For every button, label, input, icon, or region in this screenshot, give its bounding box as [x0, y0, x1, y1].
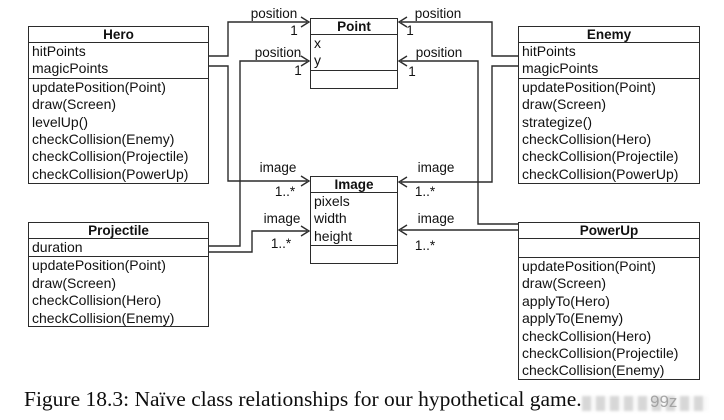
class-box-image: Image pixels width height [310, 176, 398, 264]
role-label-position: position [250, 6, 298, 21]
method: checkCollision(Projectile) [522, 344, 679, 361]
attribute: duration [32, 239, 83, 255]
multiplicity-label: 1 [408, 64, 416, 79]
method: checkCollision(PowerUp) [32, 165, 189, 182]
figure-caption: Figure 18.3: Naïve class relationships f… [24, 387, 582, 411]
attributes-image: pixels width height [311, 193, 397, 245]
multiplicity-label: 1..* [414, 238, 436, 253]
arrowhead-enemy-image [397, 176, 408, 188]
assoc-hero-point-line [208, 21, 307, 57]
class-name-point: Point [311, 19, 397, 35]
assoc-enemy-point-line [401, 21, 518, 57]
arrowhead-hero-point [300, 16, 311, 28]
attribute: pixels [314, 193, 350, 209]
multiplicity-label: 1 [406, 23, 414, 38]
arrowhead-powerup-point [397, 55, 408, 67]
class-box-powerup: PowerUp updatePosition(Point) draw(Scree… [518, 222, 700, 380]
multiplicity-label: 1..* [414, 184, 436, 199]
class-box-point: Point x y [310, 18, 398, 89]
attribute: height [314, 227, 353, 244]
arrowhead-projectile-point [300, 55, 311, 67]
method: checkCollision(PowerUp) [522, 165, 679, 182]
class-name-hero: Hero [29, 27, 208, 43]
arrowhead-projectile-image [300, 225, 311, 237]
method: draw(Screen) [522, 275, 607, 292]
method: draw(Screen) [32, 96, 117, 113]
multiplicity-label: 1..* [274, 184, 296, 199]
method: checkCollision(Hero) [522, 130, 652, 147]
class-name-enemy: Enemy [519, 27, 699, 43]
arrowhead-powerup-image [397, 224, 408, 236]
method: draw(Screen) [32, 274, 117, 291]
arrowhead-enemy-point [397, 16, 408, 28]
role-label-image: image [263, 211, 301, 226]
watermark-text: 99z [650, 392, 678, 411]
class-name-image: Image [311, 177, 397, 193]
method: updatePosition(Point) [522, 258, 656, 274]
class-name-powerup: PowerUp [519, 223, 699, 239]
multiplicity-label: 1 [290, 23, 298, 38]
methods-hero: updatePosition(Point) draw(Screen) level… [29, 77, 208, 183]
method: updatePosition(Point) [522, 78, 656, 95]
role-label-image: image [417, 211, 455, 226]
multiplicity-label: 1..* [270, 236, 292, 251]
class-box-hero: Hero hitPoints magicPoints updatePositio… [28, 26, 209, 184]
class-name-projectile: Projectile [29, 223, 208, 239]
attribute: y [314, 52, 321, 69]
role-label-position: position [414, 6, 462, 21]
methods-powerup: updatePosition(Point) draw(Screen) apply… [519, 257, 699, 380]
attributes-enemy: hitPoints magicPoints [519, 43, 699, 78]
method: levelUp() [32, 113, 89, 130]
role-label-image: image [259, 160, 297, 175]
assoc-enemy-image-line [401, 65, 518, 183]
method: checkCollision(Projectile) [522, 148, 679, 165]
assoc-hero-image-line [208, 65, 307, 182]
assoc-projectile-point-line [208, 60, 307, 247]
method: applyTo(Enemy) [522, 310, 624, 327]
attribute: hitPoints [522, 43, 576, 59]
attributes-hero: hitPoints magicPoints [29, 43, 208, 78]
method: strategize() [522, 113, 593, 130]
role-label-position: position [415, 45, 463, 60]
assoc-projectile-image-line [208, 230, 307, 253]
method: checkCollision(Enemy) [522, 362, 665, 379]
attribute: magicPoints [522, 60, 599, 77]
attributes-point: x y [311, 35, 397, 70]
role-label-position: position [254, 45, 302, 60]
method: applyTo(Hero) [522, 292, 610, 309]
methods-image-empty [311, 245, 397, 263]
attribute: hitPoints [32, 43, 86, 59]
method: updatePosition(Point) [32, 257, 166, 274]
methods-projectile: updatePosition(Point) draw(Screen) check… [29, 256, 208, 327]
attributes-powerup-empty [519, 239, 699, 257]
arrowhead-hero-image [300, 175, 311, 187]
class-box-projectile: Projectile duration updatePosition(Point… [28, 222, 209, 327]
class-box-enemy: Enemy hitPoints magicPoints updatePositi… [518, 26, 700, 184]
method: checkCollision(Projectile) [32, 148, 189, 165]
methods-point-empty [311, 69, 397, 88]
watermark-smear [582, 396, 708, 411]
method: checkCollision(Hero) [522, 327, 652, 344]
role-label-image: image [417, 160, 455, 175]
attribute: width [314, 210, 347, 227]
method: checkCollision(Hero) [32, 292, 162, 309]
attribute: x [314, 35, 321, 51]
method: updatePosition(Point) [32, 78, 166, 95]
method: draw(Screen) [522, 96, 607, 113]
attributes-projectile: duration [29, 239, 208, 256]
assoc-powerup-point-line [401, 60, 518, 225]
attribute: magicPoints [32, 60, 109, 77]
method: checkCollision(Enemy) [32, 309, 175, 326]
method: checkCollision(Enemy) [32, 130, 175, 147]
multiplicity-label: 1 [294, 63, 302, 78]
methods-enemy: updatePosition(Point) draw(Screen) strat… [519, 77, 699, 183]
